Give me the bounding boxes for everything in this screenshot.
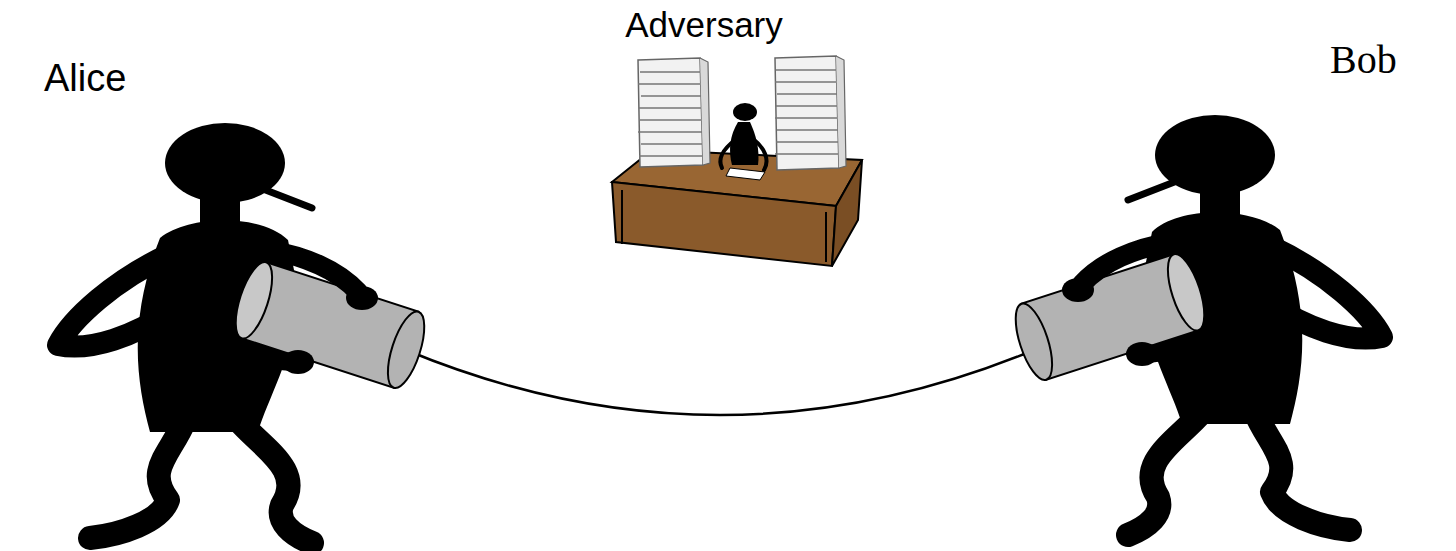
adversary-figure <box>721 103 767 180</box>
figure-name: Alice <box>44 58 126 100</box>
string-wire <box>406 350 1034 415</box>
paper-stack <box>638 58 710 167</box>
bob-figure <box>1008 115 1382 535</box>
figure-name: Bob <box>1330 38 1397 82</box>
alice-figure <box>58 123 432 543</box>
figure-name: Adversary <box>625 6 783 45</box>
paper-stack <box>775 56 846 170</box>
